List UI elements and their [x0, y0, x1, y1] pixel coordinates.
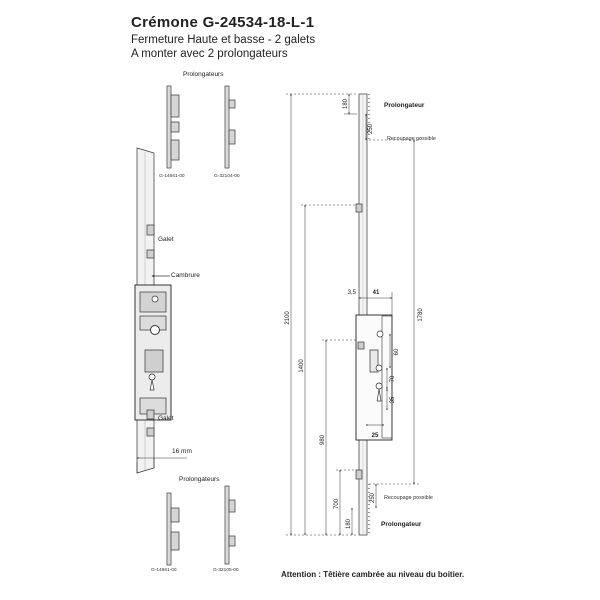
bottom-extension-rod-2: [224, 485, 236, 565]
prolongateurs-top-label: Prolongateurs: [183, 71, 224, 78]
attention-note: Attention : Têtière cambrée au niveau du…: [281, 570, 465, 579]
dim-bottom: 700: [334, 498, 340, 509]
dim-upper: 1780: [418, 308, 424, 322]
prolongateur-bottom-label: Prolongateur: [381, 521, 422, 528]
subtitle-closing: Fermeture Haute et basse - 2 galets: [131, 34, 316, 46]
top-extension-rod-2: [224, 85, 236, 169]
dim-top-cut: 250: [368, 123, 374, 134]
width-dimension: [136, 457, 187, 473]
prolongateur-top-label: Prolongateur: [384, 102, 425, 109]
main-strip-right: [355, 93, 393, 536]
recoupage-top-label: Recoupage possible: [387, 136, 436, 142]
page-title: Crémone G-24534-18-L-1: [131, 14, 315, 31]
dim-bottom-ext: 180: [346, 518, 352, 529]
dim-total: 2100: [285, 311, 291, 325]
subtitle-mounting: A monter avec 2 prolongateurs: [131, 48, 288, 60]
part-top-2: G-32104-00: [214, 174, 240, 179]
part-top-1: G-14661-00: [159, 174, 185, 179]
dim-lock-pos: 1400: [299, 359, 305, 373]
part-bottom-2: G-32105-00: [213, 568, 239, 573]
dim-35: 35: [390, 396, 396, 403]
bottom-extension-rod-1: [166, 492, 180, 566]
dim-25: 25: [372, 433, 379, 439]
width-label: 16 mm: [172, 448, 192, 455]
dim-bottom-cut: 250: [370, 492, 376, 503]
top-extension-rod-1: [166, 85, 180, 169]
dim-70: 70: [390, 375, 396, 382]
dim-lower-lock: 980: [320, 434, 326, 445]
part-bottom-1: G-14661-00: [151, 568, 177, 573]
dim-top-ext: 180: [343, 98, 349, 109]
prolongateurs-bottom-label: Prolongateurs: [179, 476, 220, 483]
main-strip-left: [134, 147, 172, 474]
recoupage-bottom-label: Recoupage possible: [384, 495, 433, 501]
dim-backset-small: 3,5: [348, 290, 357, 296]
cambrure-label: Cambrure: [171, 272, 200, 279]
galet-top-label: Galet: [158, 236, 174, 243]
dim-backset: 41: [373, 290, 380, 296]
dimension-texts: 2100 1400 980 700 180 1780 180 250 250 3…: [285, 98, 424, 529]
dim-60: 60: [394, 348, 400, 355]
galet-bottom-label: Galet: [158, 415, 174, 422]
dimension-lines: [286, 93, 420, 536]
